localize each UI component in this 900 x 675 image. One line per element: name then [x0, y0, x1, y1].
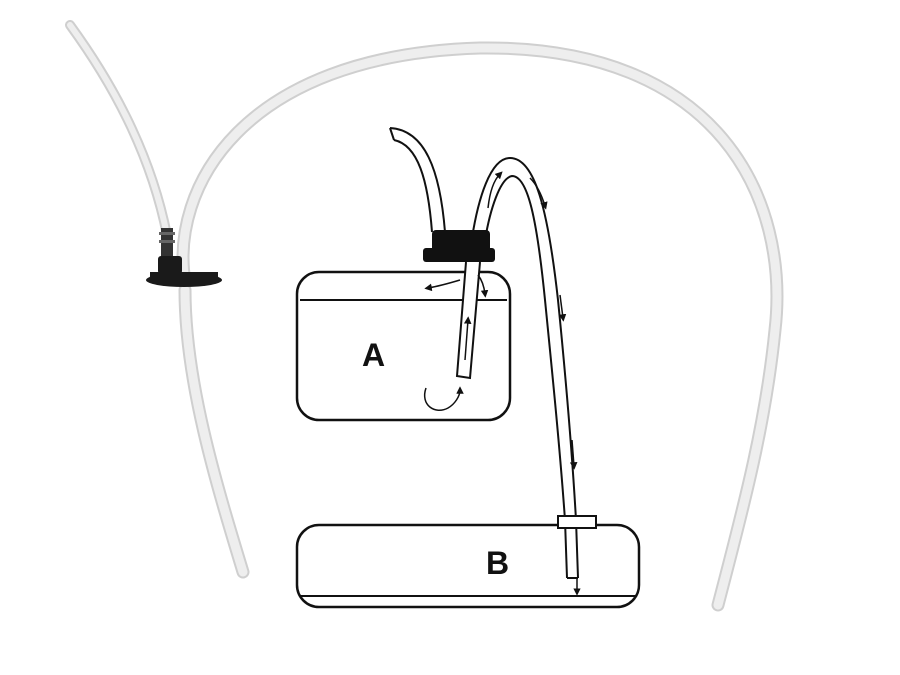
long-arc-tube — [176, 41, 784, 612]
container-b-fitting — [557, 515, 597, 529]
arrow-icon — [529, 177, 548, 210]
arrow-icon — [463, 316, 472, 361]
arrow-icon — [569, 439, 578, 470]
tube-connector-icon — [146, 228, 222, 287]
siphon-tube — [471, 156, 579, 579]
arrow-icon — [424, 279, 461, 292]
upper-left-tube — [65, 20, 172, 240]
flow-arrows — [423, 171, 581, 596]
container-b-label: B — [486, 545, 509, 581]
arrow-icon — [487, 171, 503, 209]
bottle-cap — [423, 230, 495, 262]
arrow-icon — [558, 294, 567, 322]
vent-tube — [389, 127, 446, 233]
lower-left-tube — [178, 283, 250, 579]
circular-arrow-icon — [423, 386, 464, 411]
arrow-icon — [477, 274, 489, 298]
container-a-label: A — [362, 337, 385, 373]
container-b — [295, 523, 641, 609]
